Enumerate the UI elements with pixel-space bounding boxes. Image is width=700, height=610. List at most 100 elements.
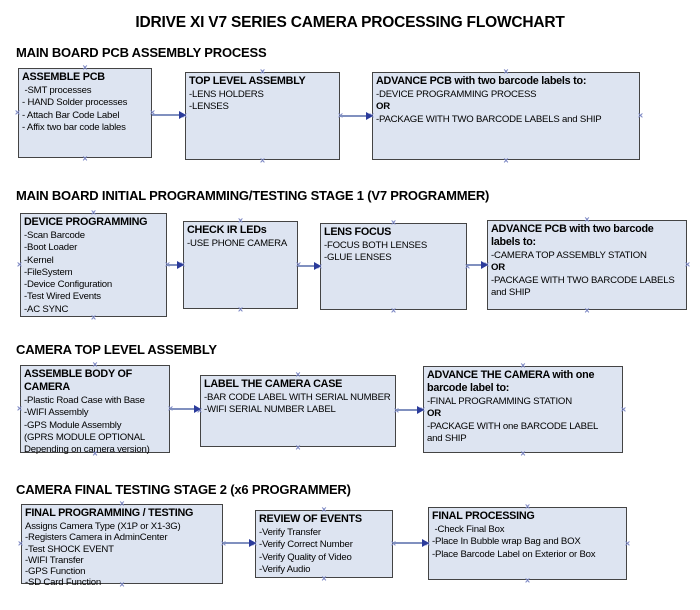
box-line: Assigns Camera Type (X1P or X1-3G) bbox=[25, 521, 181, 532]
box-line: -FOCUS BOTH LENSES bbox=[324, 240, 428, 251]
box-line: -SMT processes bbox=[22, 85, 92, 96]
box-line: -WIFI Assembly bbox=[24, 407, 89, 419]
section-heading-pcb-assembly: MAIN BOARD PCB ASSEMBLY PROCESS bbox=[16, 45, 267, 60]
box-line: - Attach Bar Code Label bbox=[22, 109, 120, 121]
flow-connector bbox=[223, 538, 256, 548]
arrowhead-icon bbox=[417, 405, 424, 414]
flow-connector bbox=[396, 405, 424, 415]
connection-anchor-icon bbox=[584, 306, 589, 315]
flow-box-review-of-events: REVIEW OF EVENTS -Verify Transfer -Verif… bbox=[255, 510, 393, 578]
arrowhead-icon bbox=[179, 110, 186, 119]
flow-box-final-processing: FINAL PROCESSING -Check Final Box -Place… bbox=[428, 507, 627, 580]
box-title: ASSEMBLE BODY OF CAMERA bbox=[24, 368, 132, 393]
flow-connector bbox=[467, 260, 488, 270]
connection-anchor-icon bbox=[391, 306, 396, 315]
flow-box-device-programming: DEVICE PROGRAMMING -Scan Barcode -Boot L… bbox=[20, 213, 167, 317]
box-line: -GLUE LENSES bbox=[324, 252, 392, 264]
box-title: FINAL PROCESSING bbox=[432, 510, 535, 522]
box-title: ADVANCE THE CAMERA with one barcode labe… bbox=[427, 369, 595, 394]
box-line: - HAND Solder processes bbox=[22, 97, 128, 109]
box-line: Depending on camera version) bbox=[24, 444, 150, 456]
box-line-or: OR bbox=[376, 101, 390, 113]
box-line: -PACKAGE WITH TWO BARCODE LABELS and SHI… bbox=[376, 113, 602, 125]
flow-connector bbox=[393, 538, 429, 548]
arrowhead-icon bbox=[481, 260, 488, 269]
box-line: -SD Card Function bbox=[25, 577, 102, 589]
connection-anchor-icon bbox=[525, 576, 530, 585]
flow-connector bbox=[340, 111, 373, 121]
box-line: -Registers Camera in AdminCenter bbox=[25, 532, 168, 544]
flow-connector bbox=[167, 260, 184, 270]
box-line: -Test SHOCK EVENT bbox=[25, 543, 114, 555]
connection-anchor-icon bbox=[295, 443, 300, 452]
connection-anchor-icon bbox=[82, 154, 87, 163]
box-line: -FINAL PROGRAMMING STATION bbox=[427, 396, 572, 407]
connection-anchor-icon bbox=[17, 405, 22, 414]
connection-anchor-icon bbox=[625, 539, 630, 548]
box-line: -Verify Correct Number bbox=[259, 539, 353, 551]
connection-anchor-icon bbox=[685, 261, 690, 270]
box-line: -Verify Quality of Video bbox=[259, 551, 352, 563]
flow-box-assemble-body: ASSEMBLE BODY OF CAMERA -Plastic Road Ca… bbox=[17, 365, 170, 456]
flow-box-final-programming-testing: FINAL PROGRAMMING / TESTING Assigns Came… bbox=[18, 504, 223, 588]
box-line: -Kernel bbox=[24, 254, 54, 266]
box-line: and SHIP bbox=[427, 432, 467, 444]
arrowhead-icon bbox=[194, 404, 201, 413]
flowchart-title: IDRIVE XI V7 SERIES CAMERA PROCESSING FL… bbox=[135, 14, 565, 31]
box-line: -GPS Function bbox=[25, 566, 86, 578]
flow-box-assemble-pcb: ASSEMBLE PCB -SMT processes - HAND Solde… bbox=[18, 68, 152, 158]
section-heading-initial-programming: MAIN BOARD INITIAL PROGRAMMING/TESTING S… bbox=[16, 188, 490, 203]
box-title: LABEL THE CAMERA CASE bbox=[204, 378, 343, 390]
box-line: -BAR CODE LABEL WITH SERIAL NUMBER bbox=[204, 392, 391, 403]
flow-box-advance-camera-one-label: ADVANCE THE CAMERA with one barcode labe… bbox=[423, 366, 623, 453]
box-title: TOP LEVEL ASSEMBLY bbox=[189, 75, 306, 87]
box-line: -Place Barcode Label on Exterior or Box bbox=[432, 548, 596, 560]
box-line: -WIFI Transfer bbox=[25, 554, 84, 566]
box-title: FINAL PROGRAMMING / TESTING bbox=[25, 507, 194, 519]
box-line: -AC SYNC bbox=[24, 303, 69, 315]
arrowhead-icon bbox=[422, 538, 429, 547]
box-line-or: OR bbox=[427, 408, 441, 420]
arrowhead-icon bbox=[249, 538, 256, 547]
box-line: -Plastic Road Case with Base bbox=[24, 395, 145, 406]
box-line: -CAMERA TOP ASSEMBLY STATION bbox=[491, 250, 647, 261]
connection-anchor-icon bbox=[260, 156, 265, 165]
box-line: -Boot Loader bbox=[24, 242, 78, 254]
flow-connector bbox=[152, 110, 186, 120]
box-line: -DEVICE PROGRAMMING PROCESS bbox=[376, 89, 537, 100]
box-title: LENS FOCUS bbox=[324, 226, 392, 238]
flow-connector bbox=[170, 404, 201, 414]
box-line: -PACKAGE WITH one BARCODE LABEL bbox=[427, 420, 599, 432]
connection-anchor-icon bbox=[520, 449, 525, 458]
connection-anchor-icon bbox=[503, 156, 508, 165]
box-line: -USE PHONE CAMERA bbox=[187, 238, 288, 249]
connection-anchor-icon bbox=[15, 109, 20, 118]
flow-connector bbox=[298, 261, 321, 271]
flow-box-lens-focus: LENS FOCUS -FOCUS BOTH LENSES -GLUE LENS… bbox=[320, 223, 467, 310]
connection-anchor-icon bbox=[18, 540, 23, 549]
box-line: and SHIP bbox=[491, 286, 531, 298]
box-line: -FileSystem bbox=[24, 266, 73, 278]
box-line: -Scan Barcode bbox=[24, 230, 85, 241]
box-title: CHECK IR LEDs bbox=[187, 224, 267, 236]
flow-box-advance-pcb-to-camera-top: ADVANCE PCB with two barcode labels to: … bbox=[487, 220, 687, 310]
box-line: -Check Final Box bbox=[432, 524, 505, 535]
box-line: -LENSES bbox=[189, 101, 229, 113]
box-title: ASSEMBLE PCB bbox=[22, 71, 105, 83]
box-line: (GPRS MODULE OPTIONAL bbox=[24, 431, 146, 443]
connection-anchor-icon bbox=[17, 261, 22, 270]
box-title: ADVANCE PCB with two barcode labels to: bbox=[376, 75, 587, 87]
connection-anchor-icon bbox=[238, 305, 243, 314]
box-title: ADVANCE PCB with two barcode labels to: bbox=[491, 223, 654, 248]
arrowhead-icon bbox=[366, 111, 373, 120]
flow-box-top-level-assembly: TOP LEVEL ASSEMBLY -LENS HOLDERS -LENSES bbox=[185, 72, 340, 160]
box-line: -GPS Module Assembly bbox=[24, 419, 122, 431]
box-line: -LENS HOLDERS bbox=[189, 89, 264, 100]
section-heading-final-testing: CAMERA FINAL TESTING STAGE 2 (x6 PROGRAM… bbox=[16, 482, 351, 497]
box-line-or: OR bbox=[491, 262, 505, 274]
box-line: -Test Wired Events bbox=[24, 291, 101, 303]
box-title: DEVICE PROGRAMMING bbox=[24, 216, 148, 228]
box-line: -Verify Audio bbox=[259, 563, 311, 575]
box-line: -Place In Bubble wrap Bag and BOX bbox=[432, 536, 581, 548]
